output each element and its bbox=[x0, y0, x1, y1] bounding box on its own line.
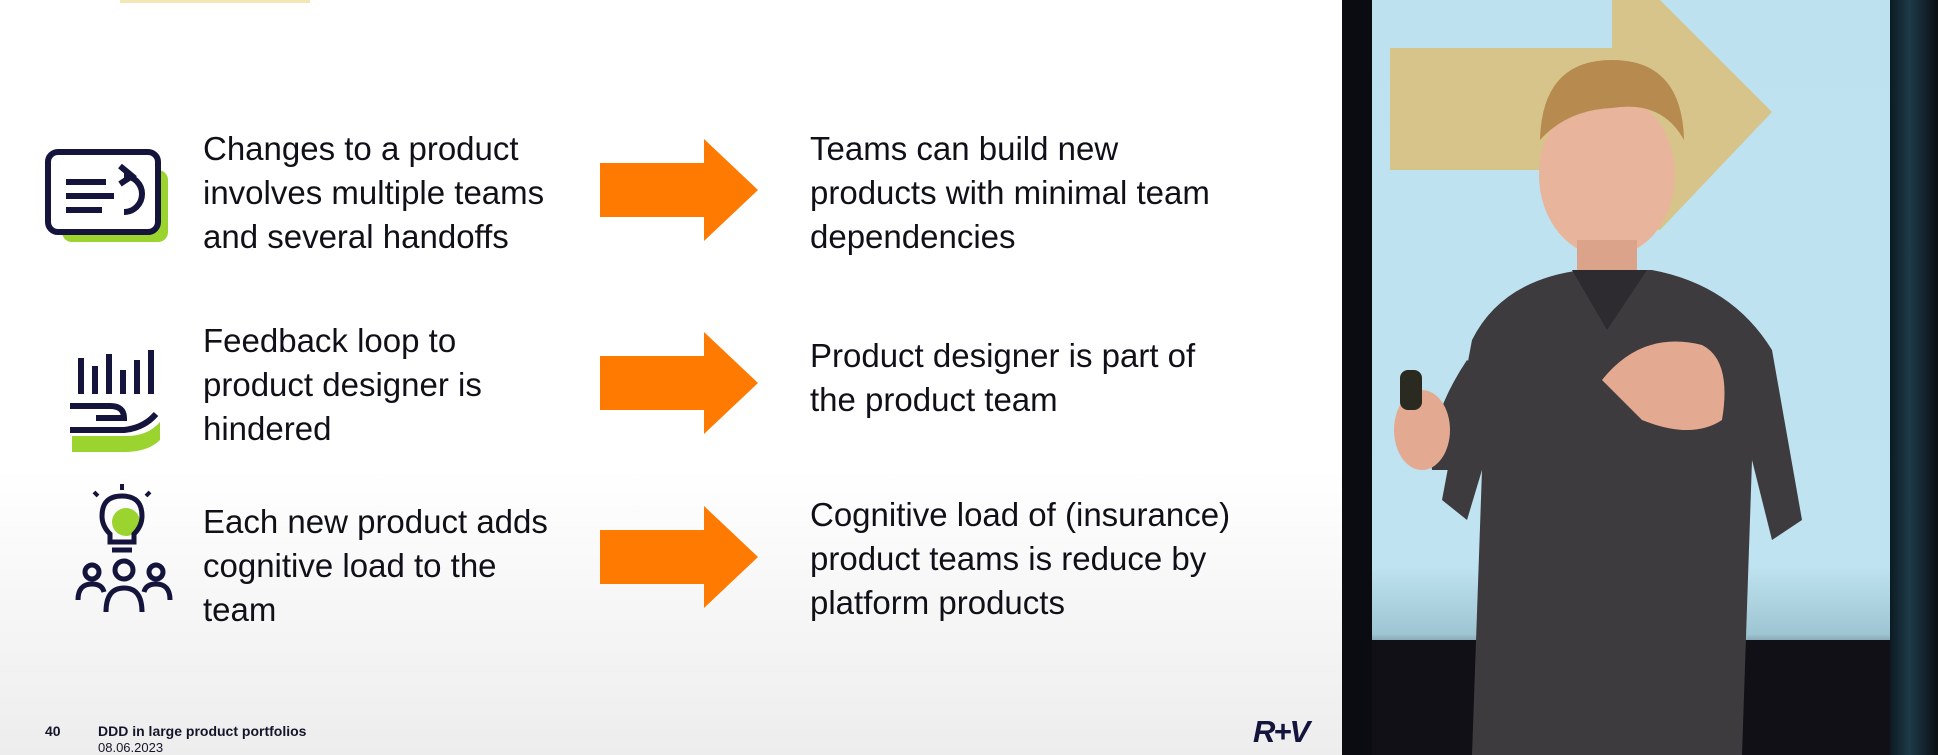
solution-text-3: Cognitive load of (insurance) product te… bbox=[810, 496, 1231, 621]
hand-with-bars-icon bbox=[40, 340, 180, 470]
slide-page-number: 40 bbox=[45, 723, 61, 739]
problem-text-1: Changes to a product involves multiple t… bbox=[203, 130, 545, 255]
rv-logo: R+V bbox=[1253, 714, 1310, 749]
slide-footer-title: DDD in large product portfolios bbox=[98, 723, 307, 739]
speaker-illustration bbox=[1372, 0, 1890, 755]
slide-footer-date: 08.06.2023 bbox=[98, 740, 164, 755]
speaker-camera-feed bbox=[1372, 0, 1890, 755]
presentation-slide: Changes to a product involves multiple t… bbox=[0, 0, 1342, 755]
slide-top-strip bbox=[120, 0, 310, 3]
solution-text-2: Product designer is part of the product … bbox=[810, 337, 1196, 418]
problem-text-2: Feedback loop to product designer is hin… bbox=[203, 322, 482, 447]
document-return-icon bbox=[40, 140, 180, 270]
orange-arrow-icon bbox=[600, 506, 758, 608]
orange-arrow-icon bbox=[600, 332, 758, 434]
lightbulb-team-icon bbox=[40, 484, 180, 614]
problem-text-3: Each new product adds cognitive load to … bbox=[203, 503, 548, 628]
camera-edge-strip bbox=[1890, 0, 1938, 755]
solution-text-1: Teams can build new products with minima… bbox=[810, 130, 1210, 255]
orange-arrow-icon bbox=[600, 139, 758, 241]
